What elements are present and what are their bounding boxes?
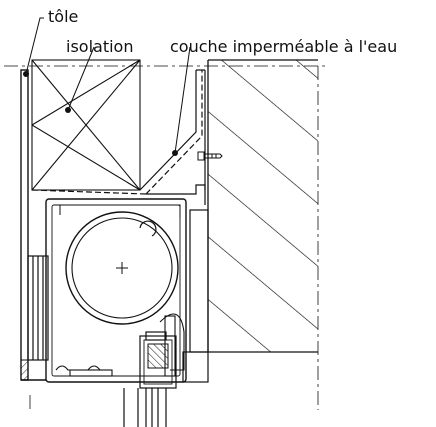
- masonry-wall: [207, 59, 318, 353]
- leader-dots: [23, 71, 178, 156]
- waterproof-layer: [31, 69, 206, 205]
- wood-insert: [147, 343, 169, 369]
- label-waterproof-layer: couche imperméable à l'eau: [170, 37, 398, 56]
- glazing: [123, 388, 167, 427]
- guide-rail: [27, 255, 49, 361]
- lintel-block: [182, 209, 209, 383]
- label-insulation: isolation: [66, 37, 134, 56]
- sheet-edge-hatch: [20, 359, 29, 381]
- insulation-block: [31, 59, 141, 191]
- label-sheet: tôle: [48, 7, 79, 26]
- roller-tube: [65, 211, 179, 325]
- roller-box-housing: [45, 198, 187, 383]
- leader-lines: [25, 17, 191, 154]
